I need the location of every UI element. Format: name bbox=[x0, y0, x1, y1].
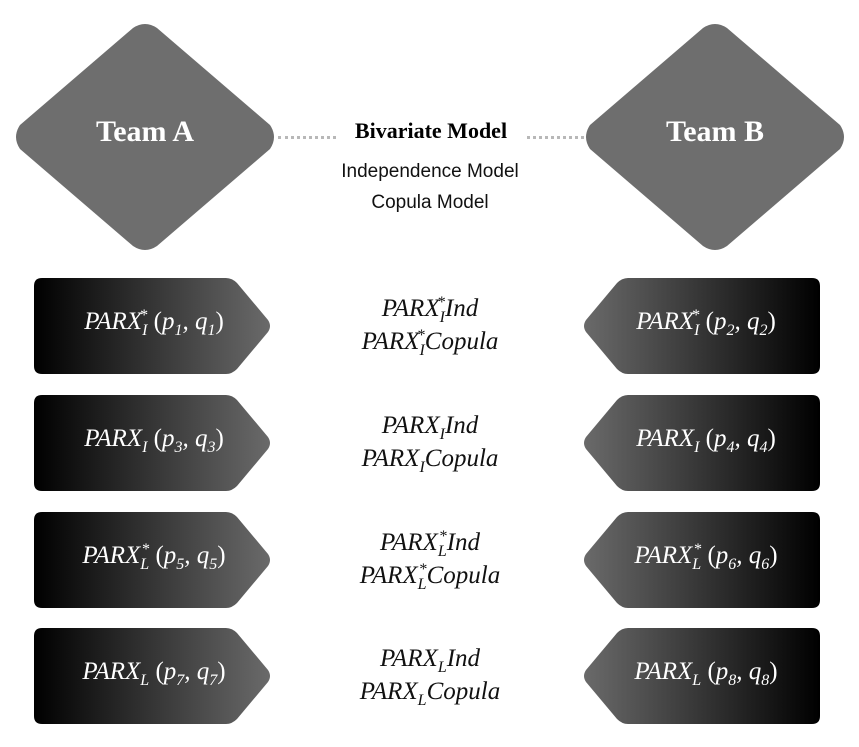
mid-ind-superscript: * bbox=[438, 527, 447, 545]
team-b-superscript: * bbox=[693, 540, 702, 558]
team-a-subscript: I bbox=[142, 439, 148, 456]
team-b-base: PARX bbox=[634, 658, 693, 685]
independence-model-name: PARXL*Ind bbox=[379, 527, 481, 560]
bivariate-model-title: Bivariate Model bbox=[338, 118, 524, 144]
team-a-model-box bbox=[34, 395, 272, 491]
team-b-diamond bbox=[582, 22, 848, 252]
team-b-base: PARX bbox=[634, 542, 693, 569]
mid-ind-subscript: I bbox=[439, 426, 445, 443]
independence-model-name: PARXIInd bbox=[381, 412, 479, 443]
team-a-model-label: PARXL (p7, q7) bbox=[82, 658, 226, 689]
right-dotted-connector bbox=[520, 136, 584, 139]
team-a-subscript: L bbox=[140, 672, 150, 689]
team-a-model-box bbox=[34, 512, 272, 608]
team-a-args: ( bbox=[153, 425, 162, 452]
team-a-args: ( bbox=[153, 308, 162, 335]
mid-cop-base: PARX bbox=[361, 445, 420, 472]
mid-ind-base: PARX bbox=[379, 529, 438, 556]
mid-cop-base: PARX bbox=[359, 562, 418, 589]
team-b-model-box bbox=[582, 512, 820, 608]
team-a-model-label: PARXI (p3, q3) bbox=[84, 425, 224, 456]
team-a-model-box bbox=[34, 628, 272, 724]
mid-cop-base: PARX bbox=[361, 328, 420, 355]
left-dotted-connector bbox=[278, 136, 342, 139]
team-a-superscript: * bbox=[141, 540, 150, 558]
team-b-model-box bbox=[582, 395, 820, 491]
team-a-diamond bbox=[12, 22, 278, 252]
team-a-args: ( bbox=[155, 658, 164, 685]
team-a-base: PARX bbox=[84, 425, 143, 452]
team-b-subscript: L bbox=[692, 556, 702, 573]
team-a-args: ( bbox=[155, 542, 164, 569]
mid-ind-base: PARX bbox=[381, 412, 440, 439]
mid-ind-subscript: L bbox=[437, 659, 447, 676]
copula-model-name: PARXL*Copula bbox=[359, 560, 501, 593]
team-b-model-label: PARXI (p4, q4) bbox=[636, 425, 776, 456]
team-b-args: ( bbox=[705, 308, 714, 335]
team-b-base: PARX bbox=[636, 425, 695, 452]
team-b-model-box bbox=[582, 628, 820, 724]
mid-cop-subscript: L bbox=[417, 576, 427, 593]
mid-ind-superscript: * bbox=[436, 293, 445, 311]
mid-ind-base: PARX bbox=[379, 645, 438, 672]
copula-model-name: PARXI*Copula bbox=[361, 326, 499, 359]
mid-ind-subscript: L bbox=[437, 543, 447, 560]
team-b-model-label: PARXI* (p2, q2) bbox=[636, 306, 776, 339]
team-a-base: PARX bbox=[84, 308, 143, 335]
team-b-label: Team B bbox=[665, 115, 765, 148]
mid-cop-subscript: I bbox=[419, 459, 425, 476]
team-b-args: ( bbox=[707, 658, 716, 685]
mid-cop-subscript: I bbox=[419, 342, 425, 359]
team-b-model-label: PARXL* (p6, q6) bbox=[634, 540, 778, 573]
mid-cop-base: PARX bbox=[359, 678, 418, 705]
team-b-args: ( bbox=[707, 542, 716, 569]
team-b-args: ( bbox=[705, 425, 714, 452]
independence-model-name: PARXLInd bbox=[379, 645, 481, 676]
team-b-subscript: L bbox=[692, 672, 702, 689]
team-a-superscript: * bbox=[139, 306, 148, 324]
copula-model-name: PARXLCopula bbox=[359, 678, 501, 709]
mid-cop-superscript: * bbox=[418, 560, 427, 578]
mid-ind-base: PARX bbox=[381, 295, 440, 322]
team-a-model-box bbox=[34, 278, 272, 374]
mid-ind-subscript: I bbox=[439, 309, 445, 326]
team-b-subscript: I bbox=[694, 439, 700, 456]
team-b-model-box bbox=[582, 278, 820, 374]
team-a-base: PARX bbox=[82, 542, 141, 569]
team-b-superscript: * bbox=[691, 306, 700, 324]
team-b-model-label: PARXL (p8, q8) bbox=[634, 658, 778, 689]
team-a-base: PARX bbox=[82, 658, 141, 685]
team-b-base: PARX bbox=[636, 308, 695, 335]
mid-cop-subscript: L bbox=[417, 692, 427, 709]
copula-model-name: PARXICopula bbox=[361, 445, 499, 476]
independence-model-label: Independence Model bbox=[341, 161, 519, 182]
team-a-model-label: PARXI* (p1, q1) bbox=[84, 306, 224, 339]
team-a-model-label: PARXL* (p5, q5) bbox=[82, 540, 226, 573]
team-a-label: Team A bbox=[95, 115, 195, 148]
mid-cop-superscript: * bbox=[416, 326, 425, 344]
team-b-subscript: I bbox=[694, 322, 700, 339]
copula-model-label: Copula Model bbox=[371, 192, 489, 213]
team-a-subscript: I bbox=[142, 322, 148, 339]
team-a-subscript: L bbox=[140, 556, 150, 573]
independence-model-name: PARXI*Ind bbox=[381, 293, 479, 326]
